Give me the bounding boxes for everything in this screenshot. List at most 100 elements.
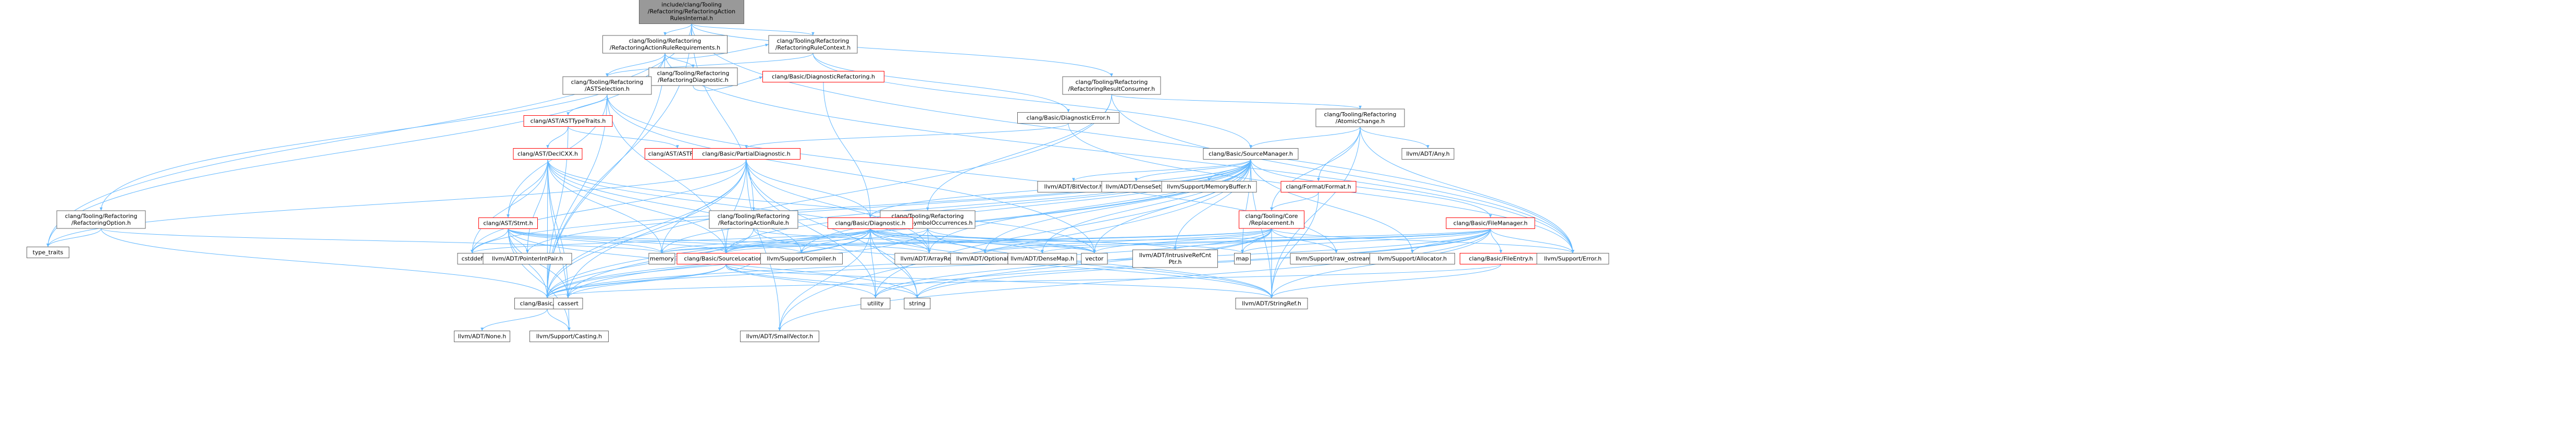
node-rulecontext[interactable]: clang/Tooling/Refactoring/RefactoringRul… [768,35,858,54]
node-astselection[interactable]: clang/Tooling/Refactoring/ASTSelection.h [562,76,652,95]
node-memory[interactable]: memory [648,253,675,264]
edge [547,159,728,253]
edge-resultconsumer-to-atomicchange [1111,94,1362,110]
edge [471,228,871,253]
edge-diagerror-to-partialdiag [745,123,1069,149]
node-declcxx[interactable]: clang/AST/DeclCXX.h [513,148,583,160]
node-label: clang/Tooling/Refactoring [657,70,730,77]
node-label: RulesInternal.h [670,15,713,22]
node-box [1370,253,1455,264]
node-anyh[interactable]: llvm/ADT/Any.h [1401,148,1455,160]
edge [1174,228,1491,250]
node-errorh[interactable]: llvm/Support/Error.h [1536,253,1609,264]
node-filemanager[interactable]: clang/Basic/FileManager.h [1446,217,1535,229]
edge-refoption-to-llvmh [101,228,549,298]
node-diagnostic[interactable]: clang/Basic/Diagnostic.h [828,217,913,229]
node-stmt[interactable]: clang/AST/Stmt.h [478,217,538,229]
node-arrayref[interactable]: llvm/ADT/ArrayRef.h [894,253,964,264]
node-asttypetraits[interactable]: clang/AST/ASTTypeTraits.h [523,115,613,127]
node-vector[interactable]: vector [1081,253,1108,264]
node-diagrefactoring[interactable]: clang/Basic/DiagnosticRefactoring.h [762,71,884,82]
edge-atomicchange-to-corereplacement [1270,126,1361,211]
node-stringref[interactable]: llvm/ADT/StringRef.h [1235,298,1308,309]
node-typetraits[interactable]: type_traits [27,247,69,258]
node-optional[interactable]: llvm/ADT/Optional.h [950,253,1020,264]
node-utility[interactable]: utility [860,298,891,309]
node-denseset[interactable]: llvm/ADT/DenseSet.h [1101,181,1171,192]
node-cstddef[interactable]: cstddef [457,253,487,264]
node-box [1446,217,1535,229]
node-rrr[interactable]: clang/Tooling/Refactoring/RefactoringAct… [602,35,728,54]
node-bitvector[interactable]: llvm/ADT/BitVector.h [1037,181,1110,192]
node-corereplacement[interactable]: clang/Tooling/Core/Replacement.h [1239,210,1304,229]
node-label: clang/Tooling/Refactoring [777,38,849,44]
node-label: clang/AST/ASTTypeTraits.h [531,118,606,125]
node-box [1280,181,1357,192]
edge [983,228,1491,253]
node-box [904,298,931,309]
edge-root-to-resultconsumer [691,23,1113,77]
node-label: cassert [558,300,579,307]
node-formatformat[interactable]: clang/Format/Format.h [1280,181,1357,192]
node-refactionrule[interactable]: clang/Tooling/Refactoring/RefactoringAct… [709,210,798,229]
edge-filemanager-to-allocator [1411,228,1491,253]
node-refdiag[interactable]: clang/Tooling/Refactoring/RefactoringDia… [648,67,738,86]
edge [691,23,1113,77]
node-rawostream[interactable]: llvm/Support/raw_ostream.h [1290,253,1383,264]
edge-rrr-to-llvmh [546,53,665,298]
edge [566,264,726,298]
edge [508,228,529,253]
node-memorybuffer[interactable]: llvm/Support/MemoryBuffer.h [1161,181,1257,192]
node-sourcemanager[interactable]: clang/Basic/SourceManager.h [1203,148,1299,160]
node-label: include/clang/Tooling [661,2,721,8]
node-pointerintpair[interactable]: llvm/ADT/PointerIntPair.h [483,253,572,264]
node-box [1315,108,1405,127]
edge-fileentry-to-stringref [1270,264,1501,298]
node-label: /RefactoringDiagnostic.h [658,77,728,83]
node-casting[interactable]: llvm/Support/Casting.h [529,331,609,342]
edge [471,159,747,253]
node-map[interactable]: map [1234,253,1251,264]
node-partialdiag[interactable]: clang/Basic/PartialDiagnostic.h [692,148,800,160]
edge-partialdiag-to-memory [660,159,747,253]
node-box [454,331,510,342]
edge-filemanager-to-intrusiverefcnt [1174,228,1491,250]
node-box [1401,148,1455,160]
edge [546,264,726,298]
node-label: /RefactoringOption.h [71,220,131,226]
node-allocator[interactable]: llvm/Support/Allocator.h [1370,253,1455,264]
node-densemap[interactable]: llvm/ADT/DenseMap.h [1007,253,1077,264]
node-cassert[interactable]: cassert [553,298,583,309]
node-resultconsumer[interactable]: clang/Tooling/Refactoring/RefactoringRes… [1062,76,1161,95]
node-box [562,76,652,95]
edge [471,228,509,253]
node-diagerror[interactable]: clang/Basic/DiagnosticError.h [1017,112,1119,124]
node-refoption[interactable]: clang/Tooling/Refactoring/RefactoringOpt… [56,210,146,229]
edge [547,159,663,253]
node-compiler[interactable]: llvm/Support/Compiler.h [760,253,843,264]
node-label: /RefactoringRuleContext.h [775,44,851,51]
node-sourcelocation[interactable]: clang/Basic/SourceLocation.h [676,253,775,264]
node-string[interactable]: string [904,298,931,309]
edge [691,23,815,36]
edge-declcxx-to-arrayref [547,159,931,253]
node-label: llvm/Support/Error.h [1544,256,1602,262]
edge-sourcemanager-to-pointerintpair [526,159,1251,253]
edge-declcxx-to-pointerintpair [526,159,548,253]
node-smallvector[interactable]: llvm/ADT/SmallVector.h [740,331,819,342]
node-none[interactable]: llvm/ADT/None.h [454,331,510,342]
edge [870,228,987,253]
edge-resultconsumer-to-renamesym [926,94,1112,211]
edge [660,159,747,253]
node-atomicchange[interactable]: clang/Tooling/Refactoring/AtomicChange.h [1315,108,1405,127]
edge [1270,126,1361,211]
edge [926,94,1112,211]
edge-sourcemanager-to-sourcelocation [724,159,1251,253]
node-layer: include/clang/Tooling/Refactoring/Refact… [27,0,1609,342]
node-fileentry[interactable]: clang/Basic/FileEntry.h [1460,253,1542,264]
node-box [27,247,69,258]
node-label: clang/Tooling/Refactoring [718,213,790,220]
edge [778,228,871,331]
edge-filemanager-to-optional [983,228,1491,253]
